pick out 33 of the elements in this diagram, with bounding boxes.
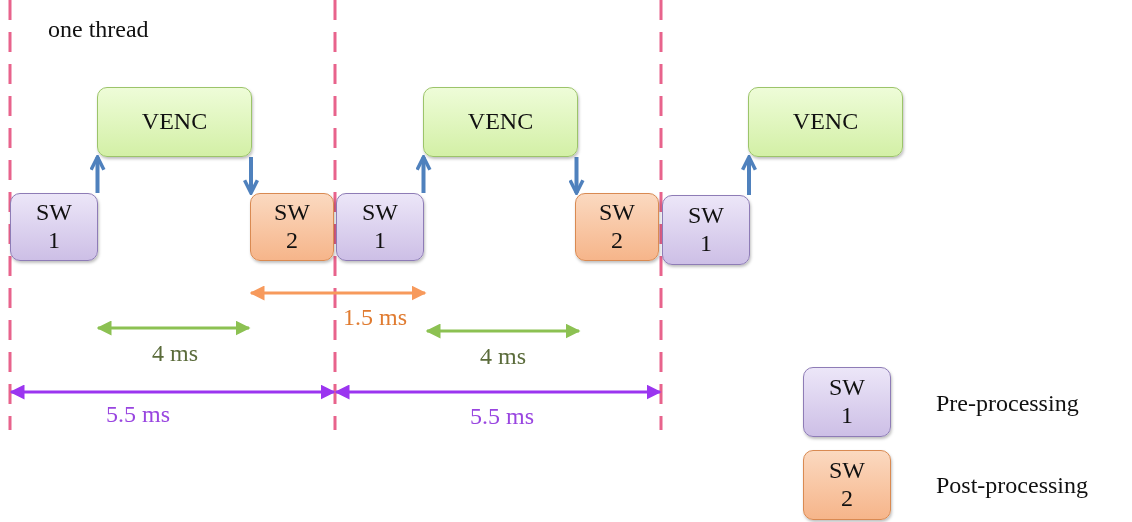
post-processing-box [250,193,334,261]
arrow [242,157,260,195]
box-label: SW 1 [687,202,725,258]
arrow [415,155,432,193]
encoder-box [423,87,578,157]
arrow [740,155,758,195]
box-label: SW 2 [598,199,636,255]
dimension-label: 4 ms [480,343,526,370]
arrow [568,157,585,195]
legend-text: Post-processing [936,472,1088,499]
box-label: SW 2 [828,457,866,513]
post-processing-box [575,193,659,261]
arrow [89,155,106,193]
encoder-box [748,87,903,157]
pre-processing-box [662,195,750,265]
box-label: SW 2 [273,199,311,255]
dimension-label: 5.5 ms [106,401,170,428]
encoder-box [97,87,252,157]
dimension-label: 5.5 ms [470,403,534,430]
note-text: one thread [48,16,149,43]
box-label: SW 1 [35,199,73,255]
legend-text: Pre-processing [936,390,1079,417]
box-label: SW 1 [828,374,866,430]
pre-processing-box [10,193,98,261]
dimension-label: 1.5 ms [343,304,407,331]
pre-processing-box [336,193,424,261]
post-processing-box [803,450,891,520]
pre-processing-box [803,367,891,437]
box-label: VENC [141,108,208,136]
box-label: VENC [467,108,534,136]
dimension-label: 4 ms [152,340,198,367]
box-label: SW 1 [361,199,399,255]
box-label: VENC [792,108,859,136]
